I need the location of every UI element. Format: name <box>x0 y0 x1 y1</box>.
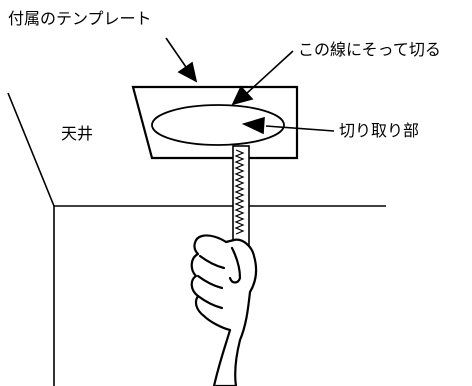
finger-line-3 <box>196 294 224 310</box>
saw-blade <box>232 145 250 247</box>
template-label: 付属のテンプレート <box>8 9 152 28</box>
template-outline <box>131 85 299 160</box>
cut-line-arrow-shaft <box>245 50 294 95</box>
hand-illustration <box>190 234 258 386</box>
finger-line-1 <box>198 254 226 270</box>
thumb-outline <box>228 246 242 284</box>
saw-teeth <box>234 149 245 235</box>
ceiling-left-edge <box>7 92 55 386</box>
cut-line-ellipse <box>151 104 285 146</box>
cutout-label: 切り取り部 <box>339 121 420 140</box>
finger-line-2 <box>196 274 224 290</box>
ceiling-label: 天井 <box>61 124 94 143</box>
template-sheet <box>131 85 299 160</box>
template-arrow-head <box>177 61 198 83</box>
cutout-arrow-shaft <box>265 125 335 132</box>
annotation-arrows <box>165 37 335 135</box>
cut-line-label: この線にそって切る <box>298 40 441 59</box>
template-arrow-shaft <box>165 37 189 71</box>
cutout-arrow-head <box>241 116 265 135</box>
cut-line-arrow-head <box>231 85 254 106</box>
room-outline <box>7 92 386 386</box>
